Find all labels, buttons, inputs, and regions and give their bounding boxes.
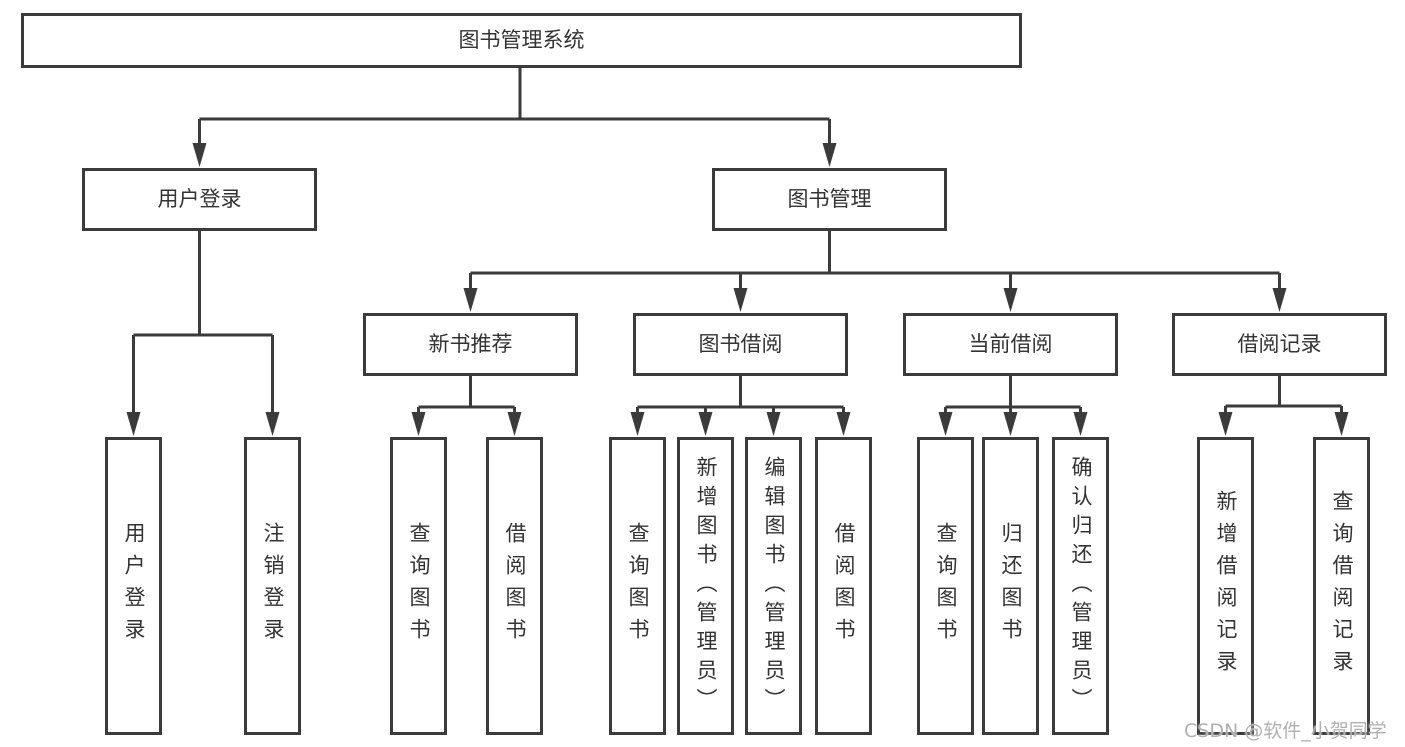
node-label: 借阅图书 [832,522,856,650]
connector-user-login-children [126,231,280,436]
leaf-query-books-3: 查询图书 [917,437,974,735]
node-label: 用户登录 [122,522,146,650]
leaf-edit-books-admin: 编辑图书（管理员） [745,437,802,735]
node-label: 查询借阅记录 [1330,490,1354,682]
node-label: 图书借阅 [698,332,783,356]
csdn-watermark: CSDN @软件_小贺同学 [1184,720,1387,742]
node-label: 用户登录 [157,187,242,211]
leaf-logout: 注销登录 [244,437,301,735]
connector-book-mgmt-children [463,231,1287,312]
connector-book-borrow-children [630,376,851,436]
connector-root-to-level2 [192,68,837,167]
node-current-borrowing: 当前借阅 [903,313,1118,376]
leaf-confirm-return-admin: 确认归还（管理员） [1052,437,1109,735]
node-user-login: 用户登录 [82,168,317,231]
connector-new-book-children [411,376,522,436]
leaf-query-borrow-record: 查询借阅记录 [1313,437,1370,735]
node-label: 归还图书 [999,522,1023,650]
connector-current-borrow-children [938,376,1088,436]
node-label: 注销登录 [261,522,285,650]
node-label: 借阅记录 [1237,332,1322,356]
node-label: 借阅图书 [503,522,527,650]
node-book-management: 图书管理 [712,168,947,231]
leaf-add-books-admin: 新增图书（管理员） [677,437,734,735]
leaf-query-books-2: 查询图书 [609,437,666,735]
node-label: 新增图书（管理员） [694,455,718,717]
leaf-return-books: 归还图书 [982,437,1039,735]
node-label: 新书推荐 [428,332,513,356]
leaf-user-login: 用户登录 [105,437,162,735]
leaf-query-books-1: 查询图书 [390,437,447,735]
leaf-borrow-books-2: 借阅图书 [815,437,872,735]
node-label: 查询图书 [934,522,958,650]
node-label: 查询图书 [407,522,431,650]
node-new-book-recommend: 新书推荐 [363,313,578,376]
node-book-borrowing: 图书借阅 [633,313,848,376]
connector-borrow-record-children [1218,376,1349,436]
node-root-system: 图书管理系统 [21,13,1022,68]
node-label: 当前借阅 [968,332,1053,356]
node-label: 确认归还（管理员） [1069,455,1093,717]
node-label: 图书管理系统 [458,28,585,52]
node-label: 新增借阅记录 [1214,490,1238,682]
node-label: 编辑图书（管理员） [762,455,786,717]
node-label: 查询图书 [626,522,650,650]
node-borrow-records: 借阅记录 [1172,313,1387,376]
node-label: 图书管理 [787,187,872,211]
leaf-add-borrow-record: 新增借阅记录 [1197,437,1254,735]
leaf-borrow-books-1: 借阅图书 [486,437,543,735]
